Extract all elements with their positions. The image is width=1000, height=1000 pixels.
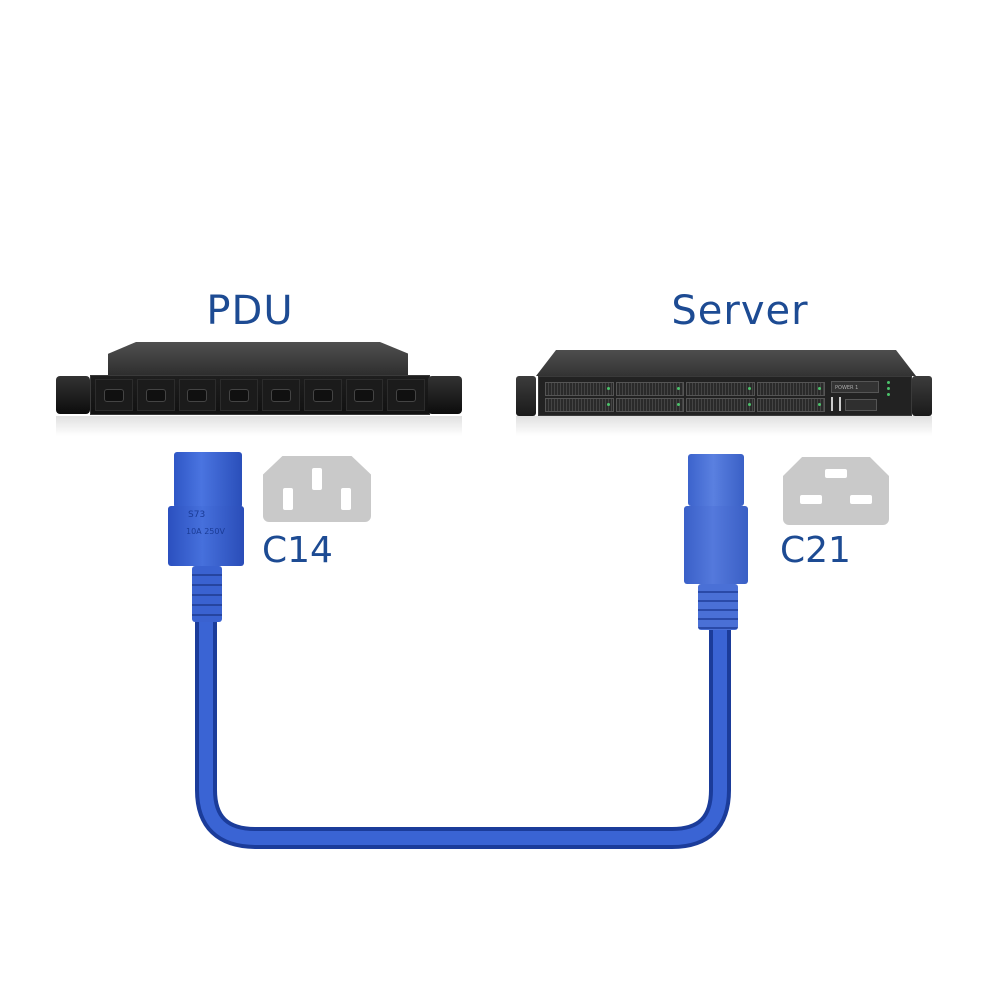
c21-plug-collar [684, 506, 748, 584]
server-mount-ear-left [516, 376, 536, 416]
drive-bay [756, 382, 825, 396]
c21-label: C21 [780, 530, 851, 571]
drive-bay [686, 382, 755, 396]
drive-bay [756, 398, 825, 412]
pdu-top-panel [108, 342, 408, 375]
c21-inlet-icon [783, 457, 889, 525]
pdu-device-image [56, 342, 462, 442]
usb-ports-icon [831, 397, 841, 411]
c14-label: C14 [262, 530, 333, 571]
drive-bay [615, 382, 684, 396]
c14-strain-relief [192, 566, 222, 622]
pdu-mount-ear-left [56, 376, 90, 414]
server-reflection [516, 416, 932, 436]
pdu-outlet [220, 379, 258, 411]
drive-bay [615, 398, 684, 412]
c14-rating-text: 10A 250V [186, 527, 225, 536]
c14-plug-collar [168, 506, 244, 566]
pdu-title: PDU [206, 288, 294, 334]
pdu-outlet-row [90, 375, 430, 415]
pdu-outlet [262, 379, 300, 411]
drive-bay [545, 398, 614, 412]
server-display-panel: POWER 1 [831, 381, 879, 393]
c21-strain-relief [698, 584, 738, 630]
vga-port-icon [845, 399, 877, 411]
pdu-outlet [387, 379, 425, 411]
pdu-mount-ear-right [428, 376, 462, 414]
c14-plug [174, 452, 242, 508]
pdu-outlet [178, 379, 217, 411]
drive-bay [686, 398, 755, 412]
status-leds [887, 381, 890, 396]
pdu-outlet [345, 379, 384, 411]
c21-plug [688, 454, 744, 506]
c14-code-text: S73 [188, 510, 206, 520]
pdu-reflection [56, 416, 462, 436]
server-mount-ear-right [912, 376, 932, 416]
server-device-image: POWER 1 [516, 350, 932, 440]
pdu-outlet [136, 379, 175, 411]
drive-bay [545, 382, 614, 396]
server-drive-bays [545, 382, 825, 412]
server-front-panel: POWER 1 [538, 376, 912, 416]
c14-inlet-icon [263, 456, 371, 522]
pdu-outlet [95, 379, 133, 411]
server-title: Server [671, 288, 809, 334]
server-top-panel [536, 350, 916, 376]
pdu-outlet [303, 379, 342, 411]
